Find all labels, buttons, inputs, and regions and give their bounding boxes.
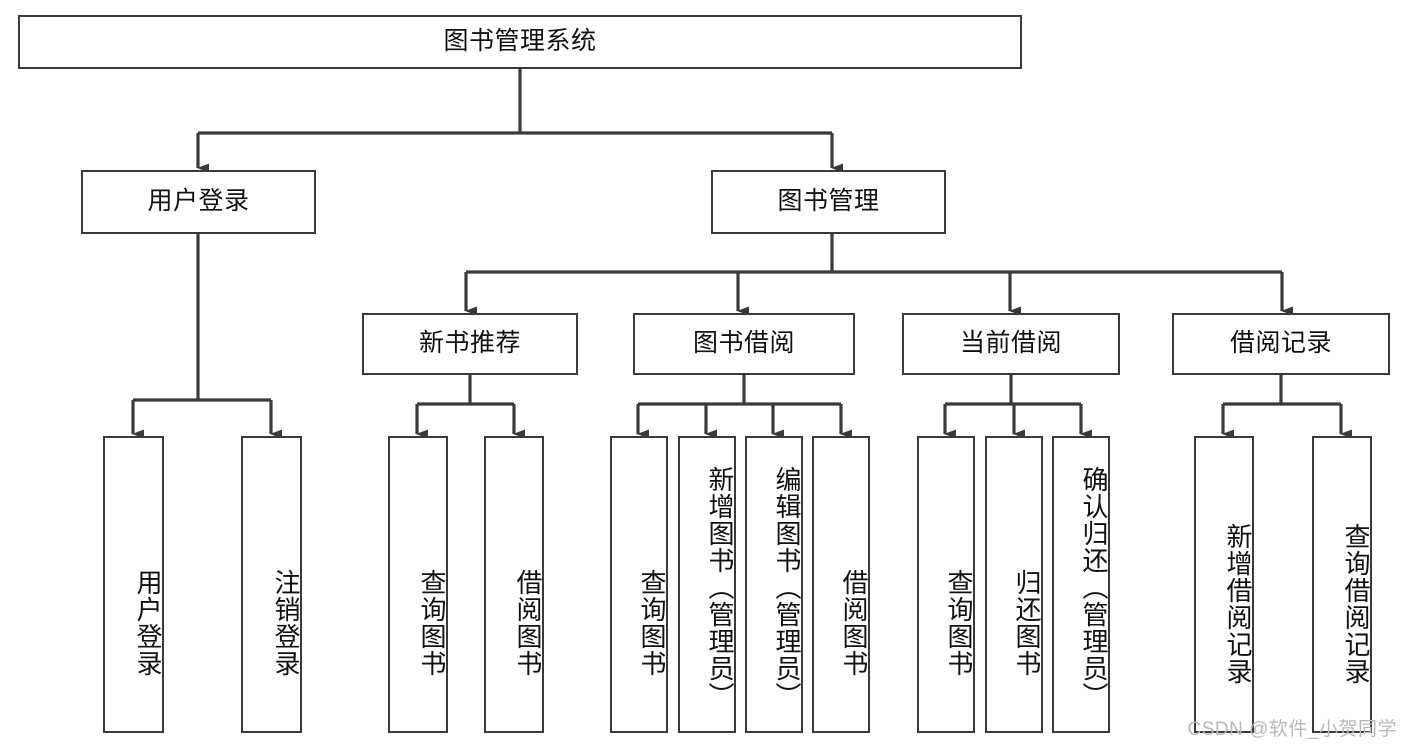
node-borrow-record[interactable]: 借阅记录 (1172, 313, 1390, 375)
leaf-query-book-borrow[interactable]: 查询图书 (610, 436, 668, 733)
node-root-system[interactable]: 图书管理系统 (18, 15, 1022, 69)
leaf-borrow-book-rec[interactable]: 借阅图书 (484, 436, 544, 733)
leaf-add-book-admin[interactable]: 新增图书（管理员） (678, 436, 736, 733)
node-user-login[interactable]: 用户登录 (81, 170, 316, 234)
leaf-borrow-book[interactable]: 借阅图书 (812, 436, 870, 733)
node-book-borrow[interactable]: 图书借阅 (633, 313, 855, 375)
node-new-book-recommend[interactable]: 新书推荐 (362, 313, 578, 375)
leaf-query-book-current[interactable]: 查询图书 (917, 436, 975, 733)
leaf-user-login[interactable]: 用户登录 (103, 436, 164, 733)
csdn-watermark: CSDN @软件_小贺同学 (1187, 719, 1397, 740)
node-current-borrow[interactable]: 当前借阅 (902, 313, 1120, 375)
leaf-return-book[interactable]: 归还图书 (985, 436, 1043, 733)
node-book-management[interactable]: 图书管理 (711, 170, 946, 234)
leaf-add-borrow-record[interactable]: 新增借阅记录 (1194, 436, 1254, 733)
leaf-confirm-return-admin[interactable]: 确认归还（管理员） (1052, 436, 1110, 733)
leaf-logout-login[interactable]: 注销登录 (241, 436, 302, 733)
leaf-query-borrow-record[interactable]: 查询借阅记录 (1312, 436, 1372, 733)
leaf-query-book-rec[interactable]: 查询图书 (388, 436, 448, 733)
leaf-edit-book-admin[interactable]: 编辑图书（管理员） (745, 436, 803, 733)
